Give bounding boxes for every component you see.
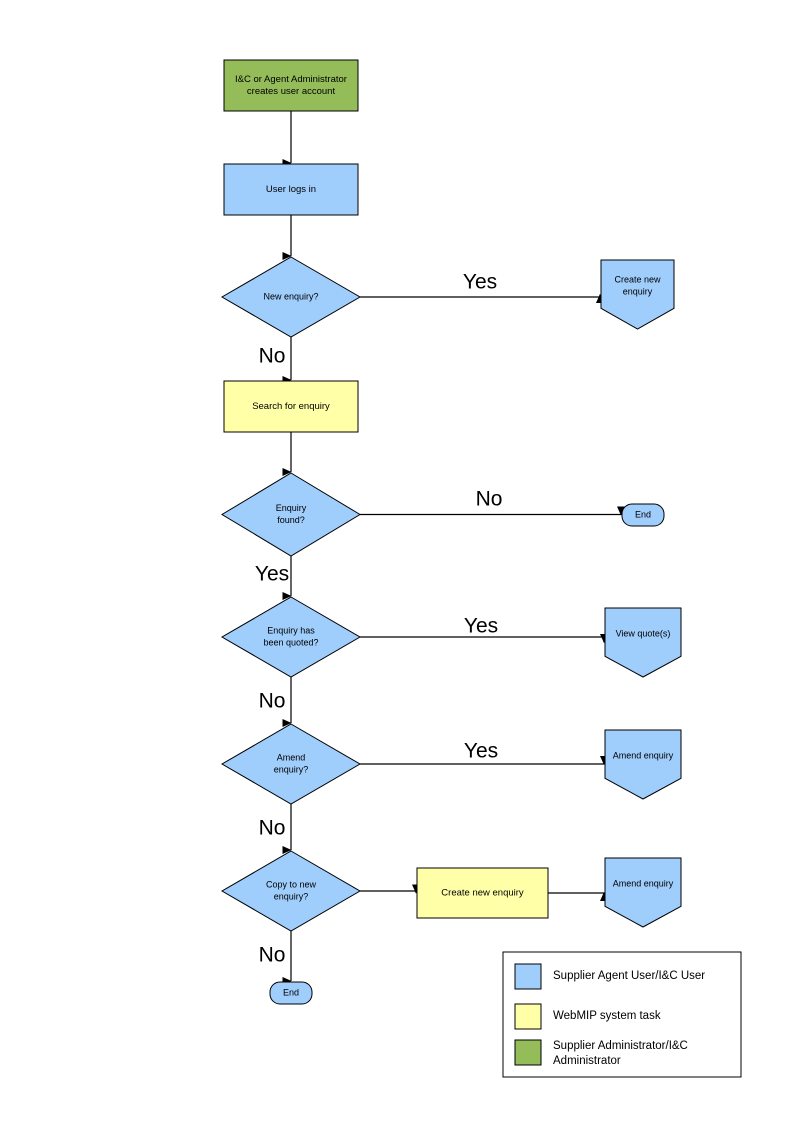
edge-label-e-amend-no: No [259,817,286,840]
edge-label-e-found-no: No [476,488,503,511]
node-shape-create-new-enquiry-2 [416,867,549,919]
legend-label-legend-actor-user: Supplier Agent User/I&C User [553,970,705,982]
node-shape-admin-creates-account [223,59,359,112]
node-label-enquiry-found-decision: found? [277,515,305,525]
node-label-copy-to-new-enquiry-decision: enquiry? [274,891,309,901]
edge-e-copy-no-end: No [259,931,295,982]
legend-label2-legend-administrator: Administrator [553,1055,621,1067]
edge-line-e-newenquiry-yes [360,294,604,303]
node-end-final[interactable]: End [269,981,313,1005]
node-shape-amend-enquiry-1 [604,729,682,800]
node-search-for-enquiry[interactable]: Search for enquiry [223,380,359,433]
legend-label-legend-administrator: Supplier Administrator/I&C [553,1040,688,1052]
node-shape-end-not-found [621,503,665,527]
node-amend-enquiry-1[interactable]: Amend enquiry [604,729,682,800]
edge-line-e-found-no [360,506,625,516]
legend-swatch-legend-system-task [514,1003,542,1030]
edge-e-newenquiry-no: No [259,337,295,381]
edge-e-found-no: No [360,488,625,516]
node-shape-amend-enquiry-2 [604,857,682,928]
node-shape-view-quotes [604,607,682,678]
legend-swatch-legend-administrator [514,1039,542,1066]
node-label-admin-creates-account: I&C or Agent Administrator [235,74,347,85]
legend-label-legend-system-task: WebMIP system task [553,1010,661,1022]
edge-label-e-quoted-no: No [259,690,286,713]
edge-label-e-copy-no-end: No [259,944,286,967]
node-label-search-for-enquiry: Search for enquiry [252,401,330,412]
legend-frame [502,951,742,1078]
node-create-new-enquiry-1[interactable]: Create new enquiry [600,259,675,330]
legend-item-legend-system-task: WebMIP system task [514,1003,661,1030]
node-label-enquiry-quoted-decision: Enquiry has [267,625,315,635]
edge-e-amend-yes: Yes [360,740,608,765]
edge-label-e-newenquiry-no: No [259,345,286,368]
node-label-create-new-enquiry-1: enquiry [623,287,653,297]
node-shape-user-logs-in [223,163,359,216]
legend-item-legend-actor-user: Supplier Agent User/I&C User [514,963,705,990]
node-enquiry-found-decision[interactable]: Enquiry found? [221,472,361,557]
legend-item-legend-administrator: Supplier Administrator/I&C Administrator [514,1039,688,1067]
node-shape-end-final [269,981,313,1005]
edge-line-e-amend-yes [360,756,608,765]
node-label-new-enquiry-decision: New enquiry? [263,291,318,301]
node-label-user-logs-in: User logs in [266,184,316,195]
legend-swatch-legend-actor-user [514,963,542,990]
node-user-logs-in[interactable]: User logs in [223,163,359,216]
node-shape-copy-to-new-enquiry-decision [221,850,361,932]
edge-line-e-quoted-yes [360,634,608,643]
edge-e-found-yes: Yes [255,556,295,597]
node-enquiry-quoted-decision[interactable]: Enquiry has been quoted? [221,596,361,678]
edge-e-amend-no: No [259,804,295,851]
edge-e-create-to-amend [548,892,608,901]
edge-e-quoted-yes: Yes [360,615,608,643]
node-shape-create-new-enquiry-1 [600,259,675,330]
node-label-amend-enquiry-decision: Amend [277,752,306,762]
node-label-copy-to-new-enquiry-decision: Copy to new [266,879,317,889]
node-label-enquiry-found-decision: Enquiry [276,503,307,513]
edge-label-e-amend-yes: Yes [464,740,498,763]
node-label-amend-enquiry-decision: enquiry? [274,764,309,774]
edge-line-e-create-to-amend [548,892,608,901]
edge-label-e-quoted-yes: Yes [464,615,498,638]
node-shape-new-enquiry-decision [221,256,361,338]
edge-e-newenquiry-yes: Yes [360,271,604,303]
edge-line-e-copy-to-create [360,884,420,894]
node-amend-enquiry-decision[interactable]: Amend enquiry? [221,723,361,805]
node-label-view-quotes: View quote(s) [616,629,671,639]
node-end-not-found[interactable]: End [621,503,665,527]
node-label-amend-enquiry-2: Amend enquiry [613,879,674,889]
node-amend-enquiry-2[interactable]: Amend enquiry [604,857,682,928]
node-label-end-not-found: End [635,509,651,519]
edge-label-e-found-yes: Yes [255,563,289,586]
node-label-enquiry-quoted-decision: been quoted? [263,637,318,647]
node-create-new-enquiry-2[interactable]: Create new enquiry [416,867,549,919]
node-shape-enquiry-found-decision [221,472,361,557]
node-shape-search-for-enquiry [223,380,359,433]
node-label-amend-enquiry-1: Amend enquiry [613,751,674,761]
node-label-end-final: End [283,987,299,997]
node-shape-amend-enquiry-decision [221,723,361,805]
edge-e-copy-to-create [360,884,420,894]
node-label-create-new-enquiry-1: Create new [614,275,661,285]
node-new-enquiry-decision[interactable]: New enquiry? [221,256,361,338]
node-label-admin-creates-account: creates user account [247,86,336,97]
edge-e-quoted-no: No [259,677,295,724]
edge-label-e-newenquiry-yes: Yes [463,271,497,294]
node-shape-enquiry-quoted-decision [221,596,361,678]
node-label-create-new-enquiry-2: Create new enquiry [441,888,524,899]
node-view-quotes[interactable]: View quote(s) [604,607,682,678]
node-copy-to-new-enquiry-decision[interactable]: Copy to new enquiry? [221,850,361,932]
